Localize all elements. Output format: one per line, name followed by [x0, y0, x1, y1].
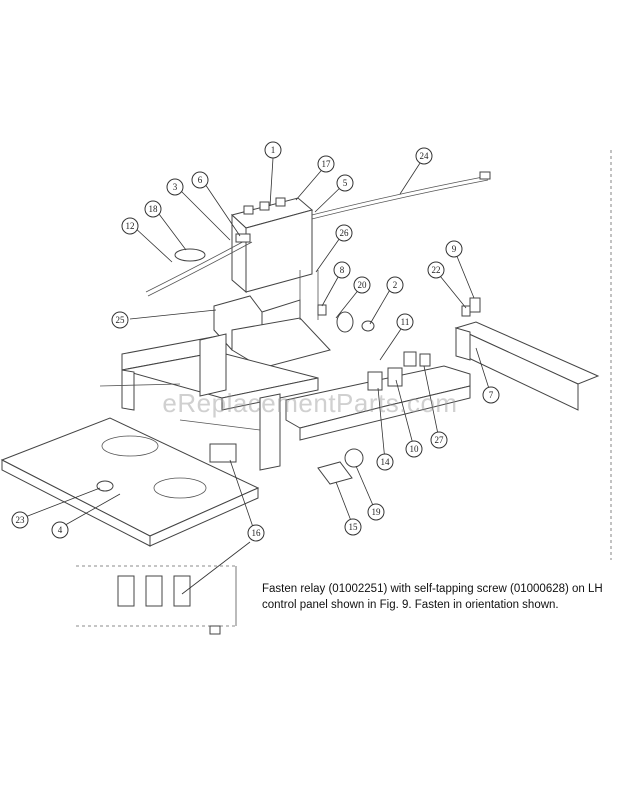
screw-8: [317, 304, 327, 316]
callout-label: 25: [116, 315, 126, 325]
callout-label: 15: [349, 522, 359, 532]
ref-line-2: [179, 419, 261, 431]
callout-label: 10: [410, 444, 420, 454]
right-rail: [454, 297, 600, 411]
callout-10: 10: [405, 440, 423, 458]
callout-14: 14: [376, 453, 394, 471]
callout-2: 2: [386, 276, 404, 294]
callout-3: 3: [166, 178, 184, 196]
callout-label: 8: [340, 265, 345, 275]
frame: [121, 333, 471, 471]
callout-label: 7: [489, 390, 494, 400]
choke-knob: [174, 248, 206, 262]
choke-cable: [145, 237, 251, 293]
callout-22: 22: [427, 261, 445, 279]
callout-18: 18: [144, 200, 162, 218]
throttle-cable-outline: [299, 179, 489, 223]
callout-24: 24: [415, 147, 433, 165]
callout-12: 12: [121, 217, 139, 235]
panel-plate-15: [317, 461, 353, 485]
callout-label: 2: [393, 280, 398, 290]
relay-group: [367, 351, 431, 391]
callout-label: 1: [271, 145, 276, 155]
callout-16: 16: [247, 524, 265, 542]
callout-label: 12: [126, 221, 135, 231]
callout-6: 6: [191, 171, 209, 189]
choke-cable-outline: [147, 241, 253, 297]
callout-27: 27: [430, 431, 448, 449]
callout-label: 24: [420, 151, 430, 161]
callout-20: 20: [353, 276, 371, 294]
callout-label: 23: [16, 515, 26, 525]
switch-box: [230, 197, 314, 294]
callout-label: 11: [401, 317, 410, 327]
ref-line-1: [99, 383, 181, 387]
callout-26: 26: [335, 224, 353, 242]
callout-5: 5: [336, 174, 354, 192]
assembly-note: Fasten relay (01002251) with self-tappin…: [262, 583, 603, 611]
callout-label: 22: [432, 265, 441, 275]
callout-8: 8: [333, 261, 351, 279]
callout-label: 9: [452, 244, 457, 254]
callout-4: 4: [51, 521, 69, 539]
callout-23: 23: [11, 511, 29, 529]
callout-7: 7: [482, 386, 500, 404]
callout-1: 1: [264, 141, 282, 159]
switch-20: [336, 311, 354, 333]
callout-label: 4: [58, 525, 63, 535]
leader-lines: [19, 157, 492, 595]
callout-label: 20: [358, 280, 368, 290]
callout-9: 9: [445, 240, 463, 258]
callout-17: 17: [317, 155, 335, 173]
callout-label: 18: [149, 204, 159, 214]
callout-label: 27: [435, 435, 445, 445]
callout-label: 3: [173, 182, 178, 192]
throttle-cable: [299, 175, 489, 219]
callout-11: 11: [396, 313, 414, 331]
callout-label: 19: [372, 507, 382, 517]
callout-label: 26: [340, 228, 350, 238]
callout-25: 25: [111, 311, 129, 329]
callout-label: 5: [343, 178, 348, 188]
callout-15: 15: [344, 518, 362, 536]
cable-end: [479, 171, 491, 180]
cable-clamp: [235, 233, 251, 243]
callout-label: 6: [198, 175, 203, 185]
callout-19: 19: [367, 503, 385, 521]
lower-panel: [76, 565, 237, 635]
callout-label: 16: [252, 528, 262, 538]
nut-2: [361, 320, 375, 332]
deck-plate: [0, 417, 260, 547]
callout-label: 17: [322, 159, 332, 169]
key-switch-19: [344, 448, 364, 468]
callout-label: 14: [381, 457, 391, 467]
